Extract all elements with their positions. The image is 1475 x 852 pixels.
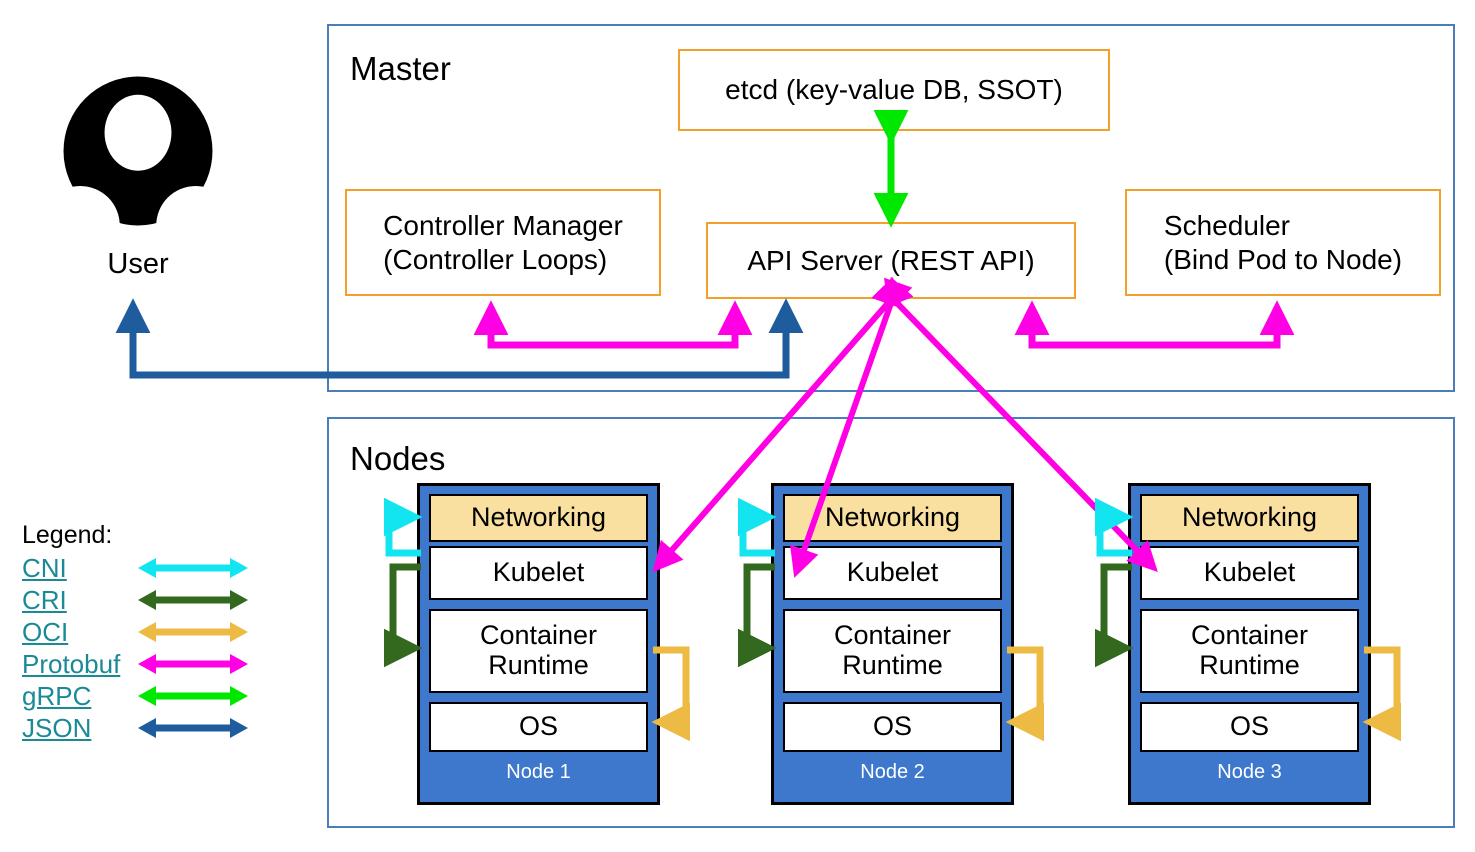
api-server-box[interactable]: API Server (REST API) [706,222,1076,299]
user-label: User [107,248,169,280]
node-card-3[interactable]: Networking Kubelet Container Runtime OS … [1128,483,1371,805]
node-2-name: Node 2 [860,761,925,783]
user-avatar-icon [63,76,213,226]
node-2-container-runtime-label: Container Runtime [833,620,952,680]
etcd-box[interactable]: etcd (key-value DB, SSOT) [678,49,1110,131]
nodes-group-title: Nodes [350,440,446,477]
legend-row-cni[interactable]: CNI [22,552,252,584]
legend-row-oci[interactable]: OCI [22,616,252,648]
legend-arrow-json [138,718,248,738]
api-server-label: API Server (REST API) [747,244,1035,276]
node-1-name: Node 1 [506,761,571,783]
node-card-2[interactable]: Networking Kubelet Container Runtime OS … [771,483,1014,805]
node-3-container-runtime-layer[interactable]: Container Runtime [1140,609,1359,693]
node-3-kubelet-label: Kubelet [1203,557,1296,588]
legend-label-grpc[interactable]: gRPC [22,681,92,711]
etcd-label: etcd (key-value DB, SSOT) [725,74,1063,106]
node-1-container-runtime-label: Container Runtime [479,620,598,680]
legend-label-json[interactable]: JSON [22,713,92,743]
legend-title: Legend: [22,521,113,549]
node-1-kubelet-layer[interactable]: Kubelet [429,546,648,600]
node-3-container-runtime-label: Container Runtime [1190,620,1309,680]
legend-label-protobuf[interactable]: Protobuf [22,649,121,679]
node-1-os-label: OS [518,711,558,742]
master-group-title: Master [350,50,451,87]
node-1-os-layer[interactable]: OS [429,702,648,752]
node-3-networking-label: Networking [1181,502,1318,533]
node-card-1[interactable]: Networking Kubelet Container Runtime OS … [417,483,660,805]
node-3-os-label: OS [1229,711,1269,742]
scheduler-box[interactable]: Scheduler (Bind Pod to Node) [1125,189,1441,296]
legend-row-grpc[interactable]: gRPC [22,680,252,712]
node-2-os-layer[interactable]: OS [783,702,1002,752]
node-2-kubelet-layer[interactable]: Kubelet [783,546,1002,600]
legend-arrow-oci [138,622,248,642]
controller-manager-box[interactable]: Controller Manager (Controller Loops) [345,189,661,296]
legend-arrow-cni [138,558,248,578]
legend-row-cri[interactable]: CRI [22,584,252,616]
scheduler-label: Scheduler (Bind Pod to Node) [1163,210,1403,275]
node-2-container-runtime-layer[interactable]: Container Runtime [783,609,1002,693]
legend-row-protobuf[interactable]: Protobuf [22,648,252,680]
node-1-container-runtime-layer[interactable]: Container Runtime [429,609,648,693]
node-1-networking-label: Networking [470,502,607,533]
legend: Legend: CNI CRI OCI [22,521,252,744]
node-2-networking-label: Networking [824,502,961,533]
node-2-networking-layer[interactable]: Networking [783,494,1002,542]
node-2-kubelet-label: Kubelet [846,557,939,588]
node-3-os-layer[interactable]: OS [1140,702,1359,752]
node-3-kubelet-layer[interactable]: Kubelet [1140,546,1359,600]
legend-arrow-protobuf [138,654,248,674]
node-2-os-label: OS [872,711,912,742]
legend-label-cni[interactable]: CNI [22,553,67,583]
legend-arrow-cri [138,590,248,610]
node-3-name: Node 3 [1217,761,1282,783]
legend-row-json[interactable]: JSON [22,712,252,744]
node-1-networking-layer[interactable]: Networking [429,494,648,542]
controller-manager-label: Controller Manager (Controller Loops) [383,210,623,275]
legend-label-oci[interactable]: OCI [22,617,69,647]
legend-arrow-grpc [138,686,248,706]
node-1-kubelet-label: Kubelet [492,557,585,588]
node-3-networking-layer[interactable]: Networking [1140,494,1359,542]
legend-label-cri[interactable]: CRI [22,585,67,615]
